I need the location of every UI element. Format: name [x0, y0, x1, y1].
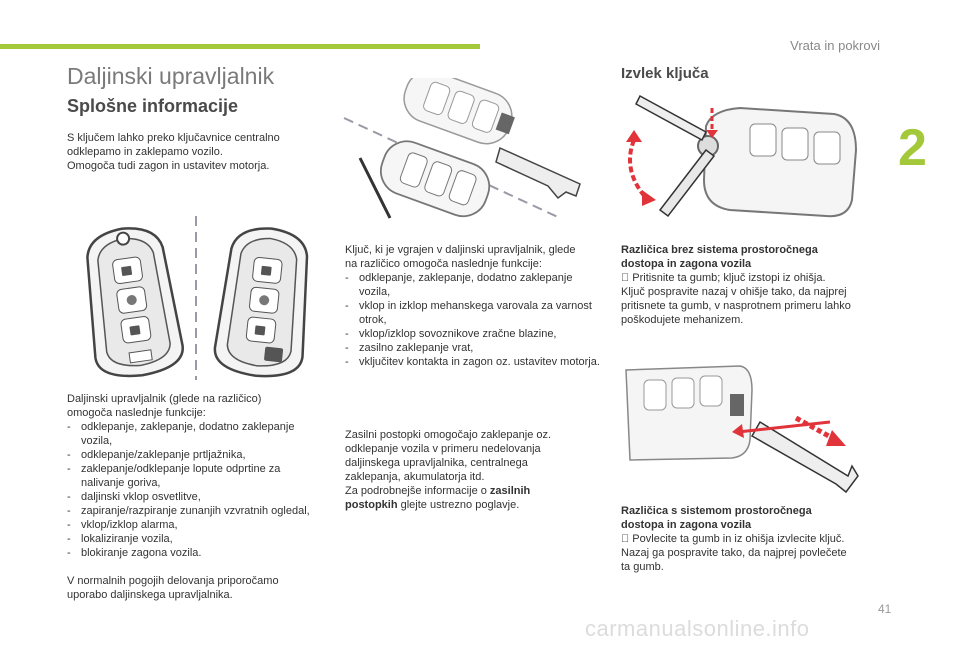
list-item: zasilno zaklepanje vrat,	[345, 341, 603, 355]
key-intro: Ključ, ki je vgrajen v daljinski upravlj…	[345, 244, 576, 270]
list-item: blokiranje zagona vozila.	[67, 546, 323, 560]
remote-keys-illustration	[86, 216, 309, 380]
chapter-number: 2	[898, 119, 927, 177]
list-item: odklepanje, zaklepanje, dodatno zaklepan…	[67, 420, 323, 448]
list-item: vklop/izklop alarma,	[67, 518, 323, 532]
section-title: Vrata in pokrovi	[790, 38, 880, 53]
list-item: vključitev kontakta in zagon oz. ustavit…	[345, 355, 603, 369]
list-item: odklepanje/zaklepanje prtljažnika,	[67, 448, 323, 462]
backup-text: Zasilni postopki omogočajo zaklepanje oz…	[345, 429, 552, 511]
remote-key-left	[86, 227, 184, 378]
list-item: odklepanje, zaklepanje, dodatno zaklepan…	[345, 271, 603, 299]
key-blade-illustration	[343, 78, 581, 219]
functions-intro: Daljinski upravljalnik (glede na različi…	[67, 393, 262, 419]
key-functions-list: odklepanje, zaklepanje, dodatno zaklepan…	[345, 271, 603, 369]
page-title: Daljinski upravljalnik	[67, 63, 275, 89]
remote-key-right	[213, 227, 309, 378]
list-item: zapiranje/razpiranje zunanjih vzvratnih …	[67, 504, 323, 518]
intro-text: S ključem lahko preko ključavnice centra…	[67, 132, 280, 172]
list-item: daljinski vklop osvetlitve,	[67, 490, 323, 504]
section-subtitle: Splošne informacije	[67, 96, 239, 116]
remote-functions-list: odklepanje, zaklepanje, dodatno zaklepan…	[67, 420, 323, 560]
list-item: lokaliziranje vozila,	[67, 532, 323, 546]
key-fob-upper	[403, 78, 515, 145]
outro-text: V normalnih pogojih delovanja priporočam…	[67, 575, 279, 601]
key-flip-illustration	[626, 94, 858, 218]
list-item: vklop in izklop mehanskega varovala za v…	[345, 299, 603, 327]
section-title-key-extraction: Izvlek ključa	[621, 65, 709, 82]
key-fob-lower	[379, 140, 491, 218]
key-pull-illustration	[625, 365, 859, 494]
page-number: 41	[878, 602, 892, 616]
list-item: vklop/izklop sovoznikove zračne blazine,	[345, 327, 603, 341]
hands-free-key-fob	[625, 365, 753, 461]
header-accent-bar	[0, 44, 480, 49]
flip-key-fob	[697, 106, 858, 218]
list-item: zaklepanje/odklepanje lopute odprtine za…	[67, 462, 323, 490]
watermark: carmanualsonline.info	[585, 616, 810, 641]
